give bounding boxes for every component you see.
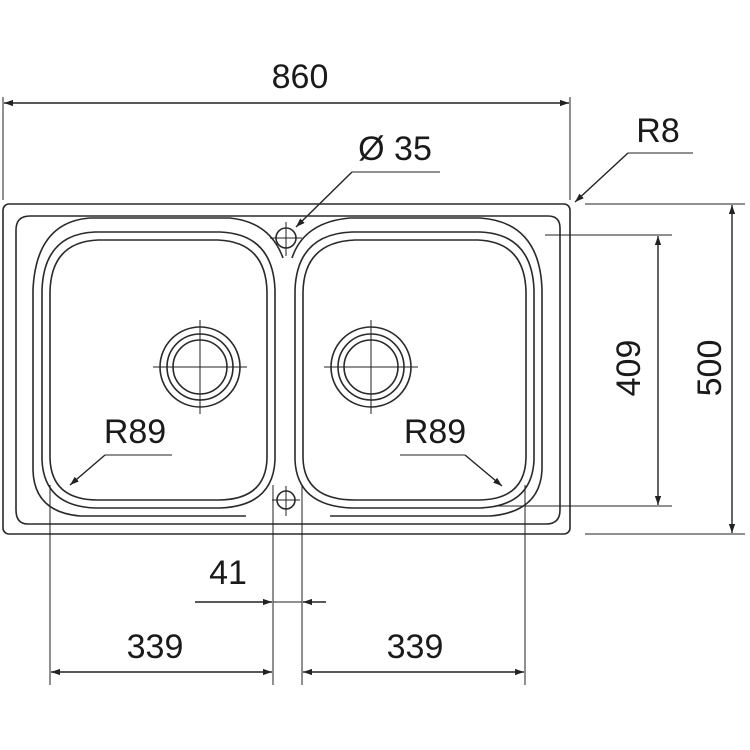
bowl-width-left-label: 339: [127, 628, 184, 666]
bowl-width-right-label: 339: [387, 628, 444, 666]
corner-radius-dimension: R8: [574, 112, 693, 203]
tap-hole-label: Ø 35: [358, 130, 432, 168]
bowl-radius-right-dimension: R89: [400, 413, 503, 487]
overall-depth-dimension: 500: [585, 203, 745, 535]
bowl-width-left-dimension: 339: [51, 628, 272, 676]
bowl-radius-left-dimension: R89: [69, 413, 172, 486]
divider-width-dimension: 41: [195, 554, 326, 606]
bowl-depth-label: 409: [610, 340, 648, 397]
overall-width-dimension: 860: [2, 58, 571, 200]
bowl-depth-dimension: 409: [495, 234, 672, 507]
bottom-dimensions: 41 339 339: [49, 485, 526, 685]
divider-width-label: 41: [209, 554, 247, 592]
right-drain: [324, 320, 418, 414]
tap-hole-dimension: Ø 35: [295, 130, 440, 228]
corner-radius-label: R8: [636, 112, 679, 150]
bowl-radius-left-label: R89: [104, 413, 166, 451]
sink-outline: [2, 203, 571, 535]
bowl-width-right-dimension: 339: [303, 628, 524, 676]
bowl-radius-right-label: R89: [404, 413, 466, 451]
left-drain: [153, 320, 247, 414]
overall-depth-label: 500: [691, 340, 729, 397]
overall-width-label: 860: [272, 58, 329, 96]
